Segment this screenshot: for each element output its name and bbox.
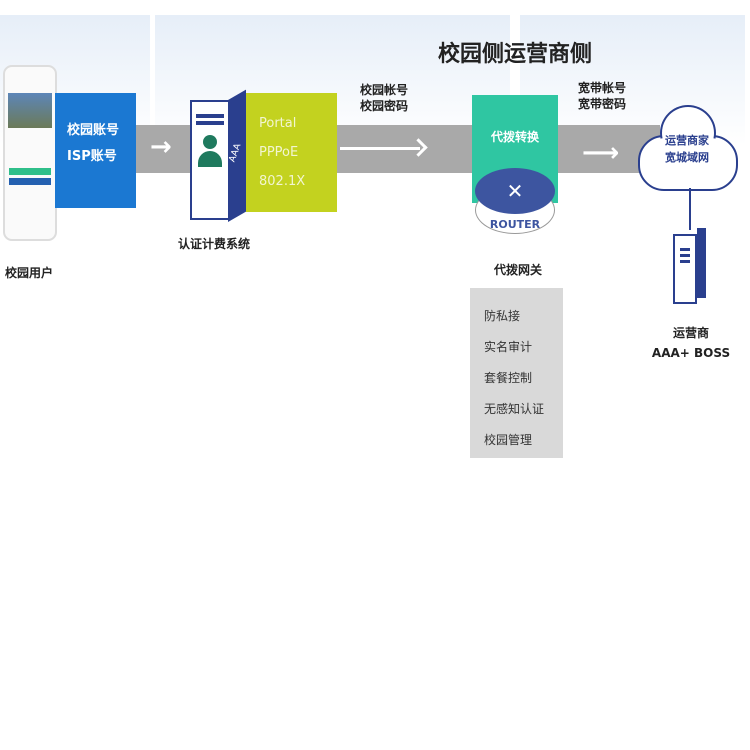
feature-item: 无感知认证	[484, 402, 545, 416]
cloud-line: 宽城域网	[665, 151, 709, 164]
feature-item: 校园管理	[484, 433, 533, 447]
conversion-label: 代拨转换	[490, 130, 539, 144]
cloud-line: 运营商家	[665, 134, 709, 147]
operator-line: 运营商	[672, 326, 709, 340]
router-icon: ✕ ROUTER	[475, 168, 555, 238]
protocol-pppoe: PPPoE	[259, 145, 299, 160]
feature-item: 实名审计	[484, 340, 533, 354]
operator-server-icon	[673, 228, 707, 305]
phone-icon	[3, 65, 57, 241]
protocol-box: Portal PPPoE 802.1X	[246, 93, 337, 212]
protocol-portal: Portal	[259, 116, 297, 131]
feature-list: 防私接 实名审计 套餐控制 无感知认证 校园管理	[470, 288, 563, 458]
page-title: 校园侧运营商侧	[438, 42, 593, 67]
campus-credentials: 校园帐号 校园密码	[360, 82, 408, 114]
connector-line	[689, 188, 691, 230]
broadband-password-text: 宽带密码	[578, 97, 627, 111]
feature-item: 防私接	[484, 309, 521, 323]
cloud-icon: 运营商家 宽城域网	[638, 100, 738, 191]
router-label: ROUTER	[489, 218, 541, 231]
campus-user-label: 校园用户	[5, 266, 54, 280]
broadband-credentials: 宽带帐号 宽带密码	[578, 80, 626, 112]
operator-label: 运营商 AAA+ BOSS	[650, 323, 732, 363]
campus-password-text: 校园密码	[360, 99, 409, 113]
gateway-label: 代拨网关	[494, 263, 543, 277]
arrow-right-icon: →	[150, 132, 172, 162]
aaa-server-icon: AAA	[190, 88, 246, 222]
account-isp: ISP账号	[67, 149, 117, 164]
campus-account-box: 校园账号 ISP账号	[55, 93, 136, 208]
auth-system-label: 认证计费系统	[178, 237, 251, 251]
protocol-8021x: 802.1X	[259, 174, 306, 189]
arrow-right-icon: ⟶	[582, 138, 620, 168]
broadband-account-text: 宽带帐号	[578, 81, 627, 95]
long-arrow-icon	[340, 147, 420, 150]
feature-item: 套餐控制	[484, 371, 533, 385]
operator-line: AAA+ BOSS	[651, 346, 731, 360]
campus-account-text: 校园帐号	[360, 83, 409, 97]
account-campus: 校园账号	[67, 123, 120, 138]
